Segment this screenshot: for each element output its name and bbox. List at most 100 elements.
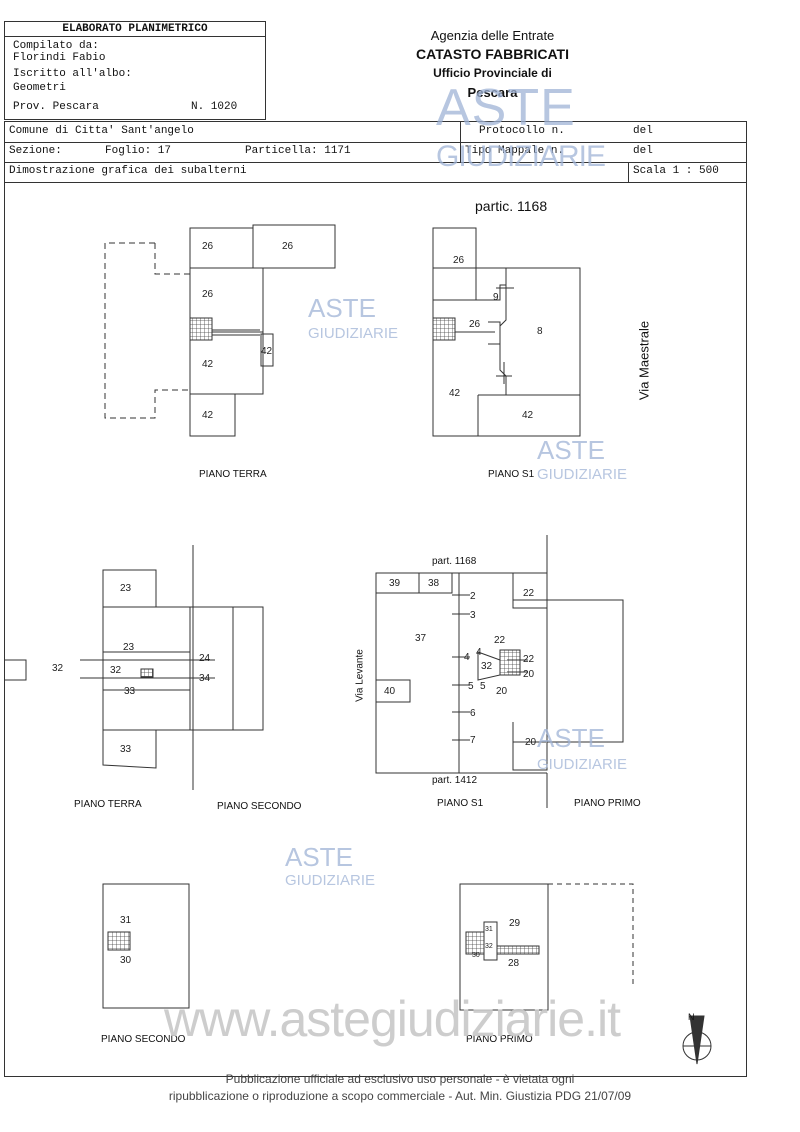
plan-piano-primo-bottom	[459, 883, 634, 1011]
watermark-aste-1: ASTE	[308, 293, 376, 323]
info-bar: Comune di Citta' Sant'angelo Protocollo …	[4, 121, 747, 183]
room-24: 24	[199, 653, 211, 664]
room-32-b: 32	[110, 665, 122, 676]
tipo-mappale-label: Tipo Mappale n.	[465, 145, 565, 157]
watermark-giudiziarie-4: GIUDIZIARIE	[285, 872, 376, 889]
room-4-b: 4	[476, 647, 482, 658]
watermark-site: www.astegiudiziarie.it	[164, 991, 621, 1047]
room-4-a: 4	[464, 652, 470, 663]
via-maestrale-label: Via Maestrale	[636, 320, 652, 401]
room-26-c: 26	[202, 289, 214, 300]
label-piano-primo-1: PIANO PRIMO	[574, 798, 641, 809]
room-39: 39	[389, 578, 401, 589]
room-42-d: 42	[449, 388, 461, 399]
room-3: 3	[470, 610, 476, 621]
room-28: 28	[508, 958, 520, 969]
watermark-aste-3: ASTE	[537, 723, 605, 753]
header-box: ELABORATO PLANIMETRICO Compilato da: Flo…	[4, 21, 266, 120]
room-37: 37	[415, 633, 427, 644]
room-38: 38	[428, 578, 440, 589]
agency-block: Agenzia delle Entrate CATASTO FABBRICATI…	[380, 26, 605, 102]
room-26-e: 26	[469, 319, 481, 330]
label-piano-s1-2: PIANO S1	[437, 798, 484, 809]
room-5-b: 5	[480, 681, 486, 692]
plan-piano-terra-secondo	[4, 545, 264, 790]
room-31-a: 31	[120, 915, 132, 926]
room-20-a: 20	[523, 669, 535, 680]
iscritto-label: Iscritto all'albo:	[13, 68, 132, 80]
room-32-d: 32	[485, 943, 493, 950]
label-piano-secondo-2: PIANO SECONDO	[101, 1034, 186, 1045]
room-6: 6	[470, 708, 476, 719]
watermark-giudiziarie-2: GIUDIZIARIE	[537, 466, 628, 483]
room-40: 40	[384, 686, 396, 697]
room-42-c: 42	[202, 410, 214, 421]
north-arrow-icon	[682, 1015, 712, 1065]
agency-line4: Pescara	[467, 85, 518, 100]
compilato-label: Compilato da:	[13, 40, 99, 52]
prov-label: Prov. Pescara	[13, 101, 99, 113]
room-20-b: 20	[496, 686, 508, 697]
footer-line2: ripubblicazione o riproduzione a scopo c…	[168, 1089, 632, 1103]
watermark-aste-header: ASTE	[436, 79, 576, 137]
compilato-name: Florindi Fabio	[13, 52, 106, 64]
info-row-1: Comune di Citta' Sant'angelo Protocollo …	[5, 122, 746, 143]
label-piano-secondo-1: PIANO SECONDO	[217, 801, 302, 812]
watermark-aste-2: ASTE	[537, 435, 605, 465]
plan-piano-s1-top	[432, 227, 581, 437]
room-42-a: 42	[202, 359, 214, 370]
drawing-frame	[4, 181, 747, 1077]
room-26-b: 26	[282, 241, 294, 252]
plan-piano-terra-top	[104, 224, 336, 437]
footer-line1: Pubblicazione ufficiale ad esclusivo uso…	[225, 1072, 575, 1086]
room-22-a: 22	[523, 588, 535, 599]
room-23-a: 23	[120, 583, 132, 594]
del-label-2: del	[633, 145, 653, 157]
room-33-b: 33	[120, 744, 132, 755]
part-1168-label: part. 1168	[432, 556, 477, 567]
room-32-c: 32	[481, 661, 493, 672]
info-row-2: Sezione: Foglio: 17 Particella: 1171 Tip…	[5, 142, 746, 163]
room-34: 34	[199, 673, 211, 684]
room-33-a: 33	[124, 686, 136, 697]
plan-piano-secondo-bottom	[102, 883, 190, 1009]
del-label-1: del	[633, 125, 653, 137]
label-piano-s1-1: PIANO S1	[488, 469, 535, 480]
particella-label: Particella: 1171	[245, 145, 351, 157]
info-divider	[460, 122, 461, 162]
via-levante-label: Via Levante	[354, 649, 366, 702]
scala-label: Scala 1 : 500	[633, 165, 719, 177]
iscritto-value: Geometri	[13, 82, 66, 94]
dimostrazione-label: Dimostrazione grafica dei subalterni	[9, 165, 247, 177]
watermark-giudiziarie-1: GIUDIZIARIE	[308, 325, 399, 342]
agency-line3: Ufficio Provinciale di	[433, 66, 552, 80]
room-8: 8	[537, 326, 543, 337]
partic-1168-top: partic. 1168	[475, 198, 548, 214]
room-29: 29	[509, 918, 521, 929]
watermark-giudiziarie-header: GIUDIZIARIE	[436, 140, 606, 173]
label-piano-terra-2: PIANO TERRA	[74, 799, 142, 810]
room-23-b: 23	[123, 642, 135, 653]
room-32-a: 32	[52, 663, 64, 674]
room-2: 2	[470, 591, 476, 602]
room-7: 7	[470, 735, 476, 746]
room-42-e: 42	[522, 410, 534, 421]
room-26-d: 26	[453, 255, 465, 266]
label-piano-terra-1: PIANO TERRA	[199, 469, 267, 480]
part-1412-label: part. 1412	[432, 775, 478, 786]
room-22-c: 22	[523, 654, 535, 665]
room-30-a: 30	[120, 955, 132, 966]
label-piano-primo-2: PIANO PRIMO	[466, 1034, 533, 1045]
watermark-giudiziarie-3: GIUDIZIARIE	[537, 756, 628, 773]
room-31-b: 31	[485, 926, 493, 933]
plan-piano-s1-primo	[375, 535, 624, 808]
protocollo-label: Protocollo n.	[479, 125, 565, 137]
numero-label: N. 1020	[191, 101, 238, 113]
agency-line1: Agenzia delle Entrate	[430, 28, 555, 43]
watermark-aste-4: ASTE	[285, 842, 353, 872]
sezione-label: Sezione:	[9, 145, 62, 157]
header-title: ELABORATO PLANIMETRICO	[5, 22, 265, 37]
room-22-b: 22	[494, 635, 506, 646]
agency-line2: CATASTO FABBRICATI	[416, 46, 569, 62]
